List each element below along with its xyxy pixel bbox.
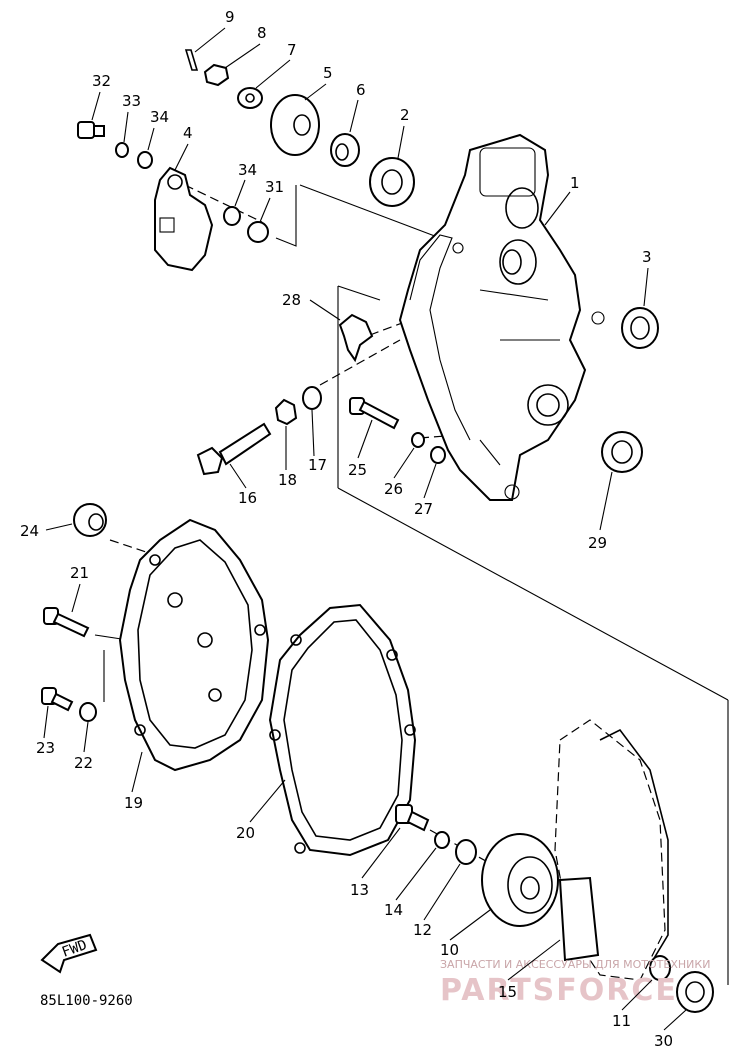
bottom-parts xyxy=(395,719,714,1013)
leader-lines xyxy=(43,27,687,1031)
callout-label: 2 xyxy=(400,106,410,124)
callout-label: 21 xyxy=(70,564,89,582)
callout-label: 5 xyxy=(323,64,333,82)
middle-parts xyxy=(196,386,643,476)
callout-label: 8 xyxy=(257,24,267,42)
callout-label: 19 xyxy=(124,794,143,812)
watermark: ЗАПЧАСТИ И АКСЕССУАРЫ ДЛЯ МОТОТЕХНИКИ PA… xyxy=(440,958,710,1008)
fwd-arrow-icon: FWD xyxy=(40,933,98,974)
callout-label: 18 xyxy=(278,471,297,489)
callout-label: 10 xyxy=(440,941,459,959)
callout-label: 14 xyxy=(384,901,403,919)
callout-label: 12 xyxy=(413,921,432,939)
left-fasteners xyxy=(41,503,107,722)
callout-label: 16 xyxy=(238,489,257,507)
callout-label: 23 xyxy=(36,739,55,757)
callout-label: 27 xyxy=(414,500,433,518)
callout-label: 29 xyxy=(588,534,607,552)
callout-label: 9 xyxy=(225,8,235,26)
callout-label: 17 xyxy=(308,456,327,474)
callout-label: 25 xyxy=(348,461,367,479)
callout-label: 6 xyxy=(356,81,366,99)
callout-label: 26 xyxy=(384,480,403,498)
callout-label: 22 xyxy=(74,754,93,772)
callout-label: 3 xyxy=(642,248,652,266)
diagram-code: 85L100-9260 xyxy=(40,993,133,1009)
callout-label: 32 xyxy=(92,72,111,90)
callout-label: 34 xyxy=(150,108,169,126)
watermark-text: ЗАПЧАСТИ И АКСЕССУАРЫ ДЛЯ МОТОТЕХНИКИ xyxy=(440,958,710,971)
crankcase-cover xyxy=(398,133,605,501)
callout-label: 13 xyxy=(350,881,369,899)
callout-label: 33 xyxy=(122,92,141,110)
callout-label: 1 xyxy=(570,174,580,192)
callout-label: 11 xyxy=(612,1012,631,1030)
cover-and-gasket xyxy=(118,518,417,857)
callout-label: 34 xyxy=(238,161,257,179)
top-parts xyxy=(77,49,659,363)
callout-label: 7 xyxy=(287,41,297,59)
callout-label: 15 xyxy=(498,983,517,1001)
watermark-logo: PARTSFORCE xyxy=(440,973,678,1008)
callout-labels: 9 8 7 5 6 2 1 32 33 34 4 34 31 3 28 18 1… xyxy=(20,8,673,1050)
callout-label: 4 xyxy=(183,124,193,142)
callout-label: 20 xyxy=(236,824,255,842)
callout-label: 24 xyxy=(20,522,39,540)
callout-label: 28 xyxy=(282,291,301,309)
callout-label: 31 xyxy=(265,178,284,196)
fwd-label: FWD xyxy=(60,937,89,961)
callout-label: 30 xyxy=(654,1032,673,1050)
